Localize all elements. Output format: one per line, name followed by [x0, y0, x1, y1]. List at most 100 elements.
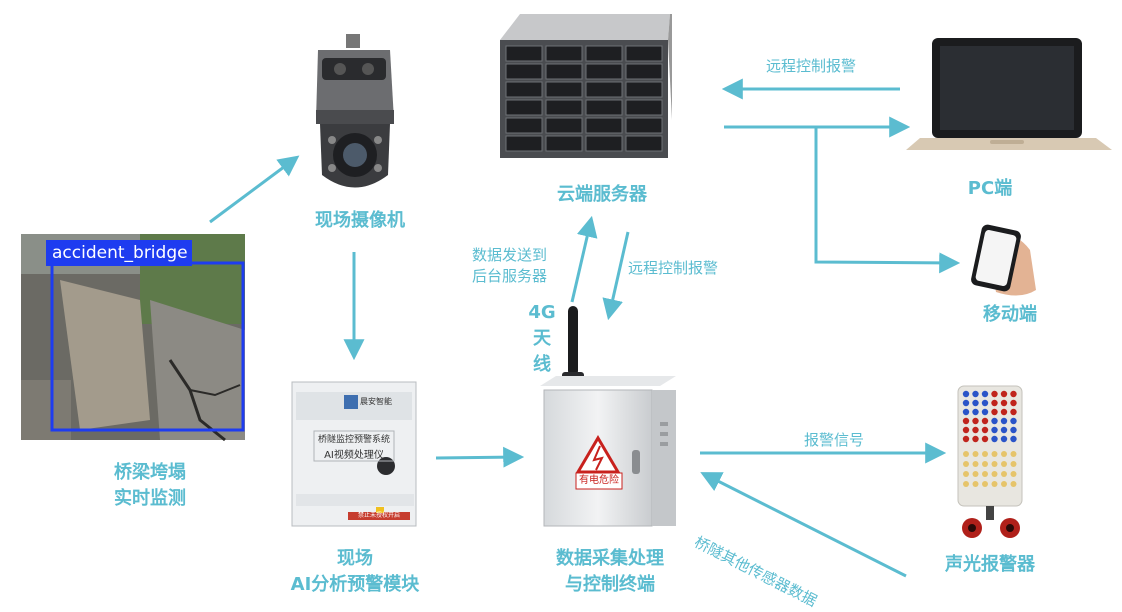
- alarm-led: [991, 408, 998, 416]
- server-drive-bay: [545, 117, 583, 134]
- alarm-led: [962, 417, 970, 425]
- server-drive-bay: [625, 45, 663, 62]
- bridge-collapse-photo: [21, 234, 245, 442]
- alarm-led-amber: [1001, 451, 1007, 457]
- alarm-led: [981, 399, 989, 407]
- ai-panel-title-2: AI视频处理仪: [324, 450, 384, 461]
- arrow-server-to-terminal: [602, 231, 630, 321]
- alarm-led: [972, 435, 979, 443]
- alarm-led-amber: [972, 471, 979, 477]
- alarm-led: [1010, 390, 1017, 398]
- server-drive-bay: [585, 81, 623, 98]
- alarm-led-amber: [972, 481, 979, 487]
- control-terminal-cabinet: [540, 376, 676, 527]
- server-drive-bay: [585, 99, 623, 116]
- server-drive-bay: [585, 117, 623, 134]
- alarm-led: [972, 417, 979, 425]
- alarm-led: [1000, 408, 1008, 416]
- server-drive-bay: [505, 63, 543, 80]
- server-drive-bay: [585, 135, 623, 152]
- alarm-led-amber: [991, 461, 998, 467]
- edge-label-data-to-server: 数据发送到 后台服务器: [472, 246, 548, 285]
- alarm-led-amber: [963, 471, 969, 477]
- alarm-led-amber: [991, 471, 998, 477]
- server-drive-bay: [625, 99, 663, 116]
- alarm-led: [962, 435, 970, 443]
- alarm-led: [981, 417, 989, 425]
- alarm-led-amber: [1010, 461, 1017, 467]
- ai-module-box: [291, 381, 417, 527]
- server-drive-bay: [585, 45, 623, 62]
- server-drive-bay: [505, 45, 543, 62]
- label-pc: PC端: [967, 178, 1013, 199]
- alarm-led: [1010, 417, 1017, 425]
- alarm-led: [1010, 408, 1017, 416]
- server-drive-bay: [505, 117, 543, 134]
- server-drive-bay: [545, 135, 583, 152]
- alarm-led: [962, 426, 970, 434]
- label-camera: 现场摄像机: [315, 210, 405, 231]
- server-drive-bay: [585, 63, 623, 80]
- alarm-led: [1010, 426, 1017, 434]
- server-drive-bay: [505, 135, 543, 152]
- alarm-led-amber: [963, 461, 969, 467]
- arrow-sensors-to-terminal: [700, 472, 907, 578]
- alarm-led: [1000, 417, 1008, 425]
- server-drive-bay: [625, 81, 663, 98]
- alarm-led-amber: [982, 451, 988, 457]
- arrow-server-to-mobile: [814, 127, 961, 274]
- alarm-led: [981, 390, 989, 398]
- terminal-hazard-text: 有电危险: [579, 475, 619, 486]
- server-drive-bay: [545, 99, 583, 116]
- alarm-light: [957, 385, 1023, 538]
- alarm-led: [972, 390, 979, 398]
- edge-label-terminal-to-alarm: 报警信号: [804, 431, 865, 449]
- server-drive-bay: [505, 81, 543, 98]
- alarm-led: [972, 408, 979, 416]
- ai-warn-tag: 禁止未授权开启: [357, 512, 400, 519]
- alarm-led-amber: [1010, 481, 1017, 487]
- alarm-led-amber: [963, 451, 969, 457]
- label-ai-module: 现场 AI分析预警模块: [290, 548, 420, 595]
- server-rack: [500, 14, 672, 158]
- alarm-led: [972, 399, 979, 407]
- alarm-led: [991, 435, 998, 443]
- alarm-led-amber: [972, 461, 979, 467]
- alarm-led-amber: [963, 481, 969, 487]
- alarm-led-amber: [982, 481, 988, 487]
- antenna: [562, 306, 584, 386]
- alarm-led-amber: [1001, 481, 1007, 487]
- alarm-led: [972, 426, 979, 434]
- alarm-led-amber: [1001, 461, 1007, 467]
- label-antenna: 4G 天 线: [528, 302, 556, 375]
- arrow-photo-to-camera: [209, 155, 300, 224]
- ai-panel-brand: 晨安智能: [360, 397, 392, 406]
- label-bridge-monitor: 桥梁垮塌 实时监测: [114, 462, 186, 509]
- alarm-led: [991, 399, 998, 407]
- alarm-led-amber: [972, 451, 979, 457]
- alarm-led: [1000, 399, 1008, 407]
- label-server: 云端服务器: [557, 184, 647, 205]
- label-alarm: 声光报警器: [945, 554, 1035, 575]
- alarm-led: [981, 435, 989, 443]
- alarm-led: [991, 417, 998, 425]
- alarm-led-amber: [982, 471, 988, 477]
- mobile-phone: [971, 224, 1036, 296]
- arrow-terminal-to-server: [570, 215, 598, 303]
- alarm-led-amber: [1001, 471, 1007, 477]
- alarm-led: [991, 426, 998, 434]
- label-mobile: 移动端: [983, 304, 1037, 325]
- detection-tag: accident_bridge: [52, 243, 188, 263]
- server-drive-bay: [545, 63, 583, 80]
- alarm-led-amber: [1010, 471, 1017, 477]
- ai-panel-title-1: 桥隧监控预警系统: [317, 435, 390, 445]
- alarm-led: [1000, 426, 1008, 434]
- alarm-led: [1000, 390, 1008, 398]
- alarm-led: [1000, 435, 1008, 443]
- arrow-ai-to-terminal: [435, 446, 525, 468]
- edge-label-pc-to-server: 远程控制报警: [766, 57, 857, 75]
- server-drive-bay: [545, 45, 583, 62]
- edge-label-server-to-terminal: 远程控制报警: [628, 259, 719, 277]
- server-drive-bay: [545, 81, 583, 98]
